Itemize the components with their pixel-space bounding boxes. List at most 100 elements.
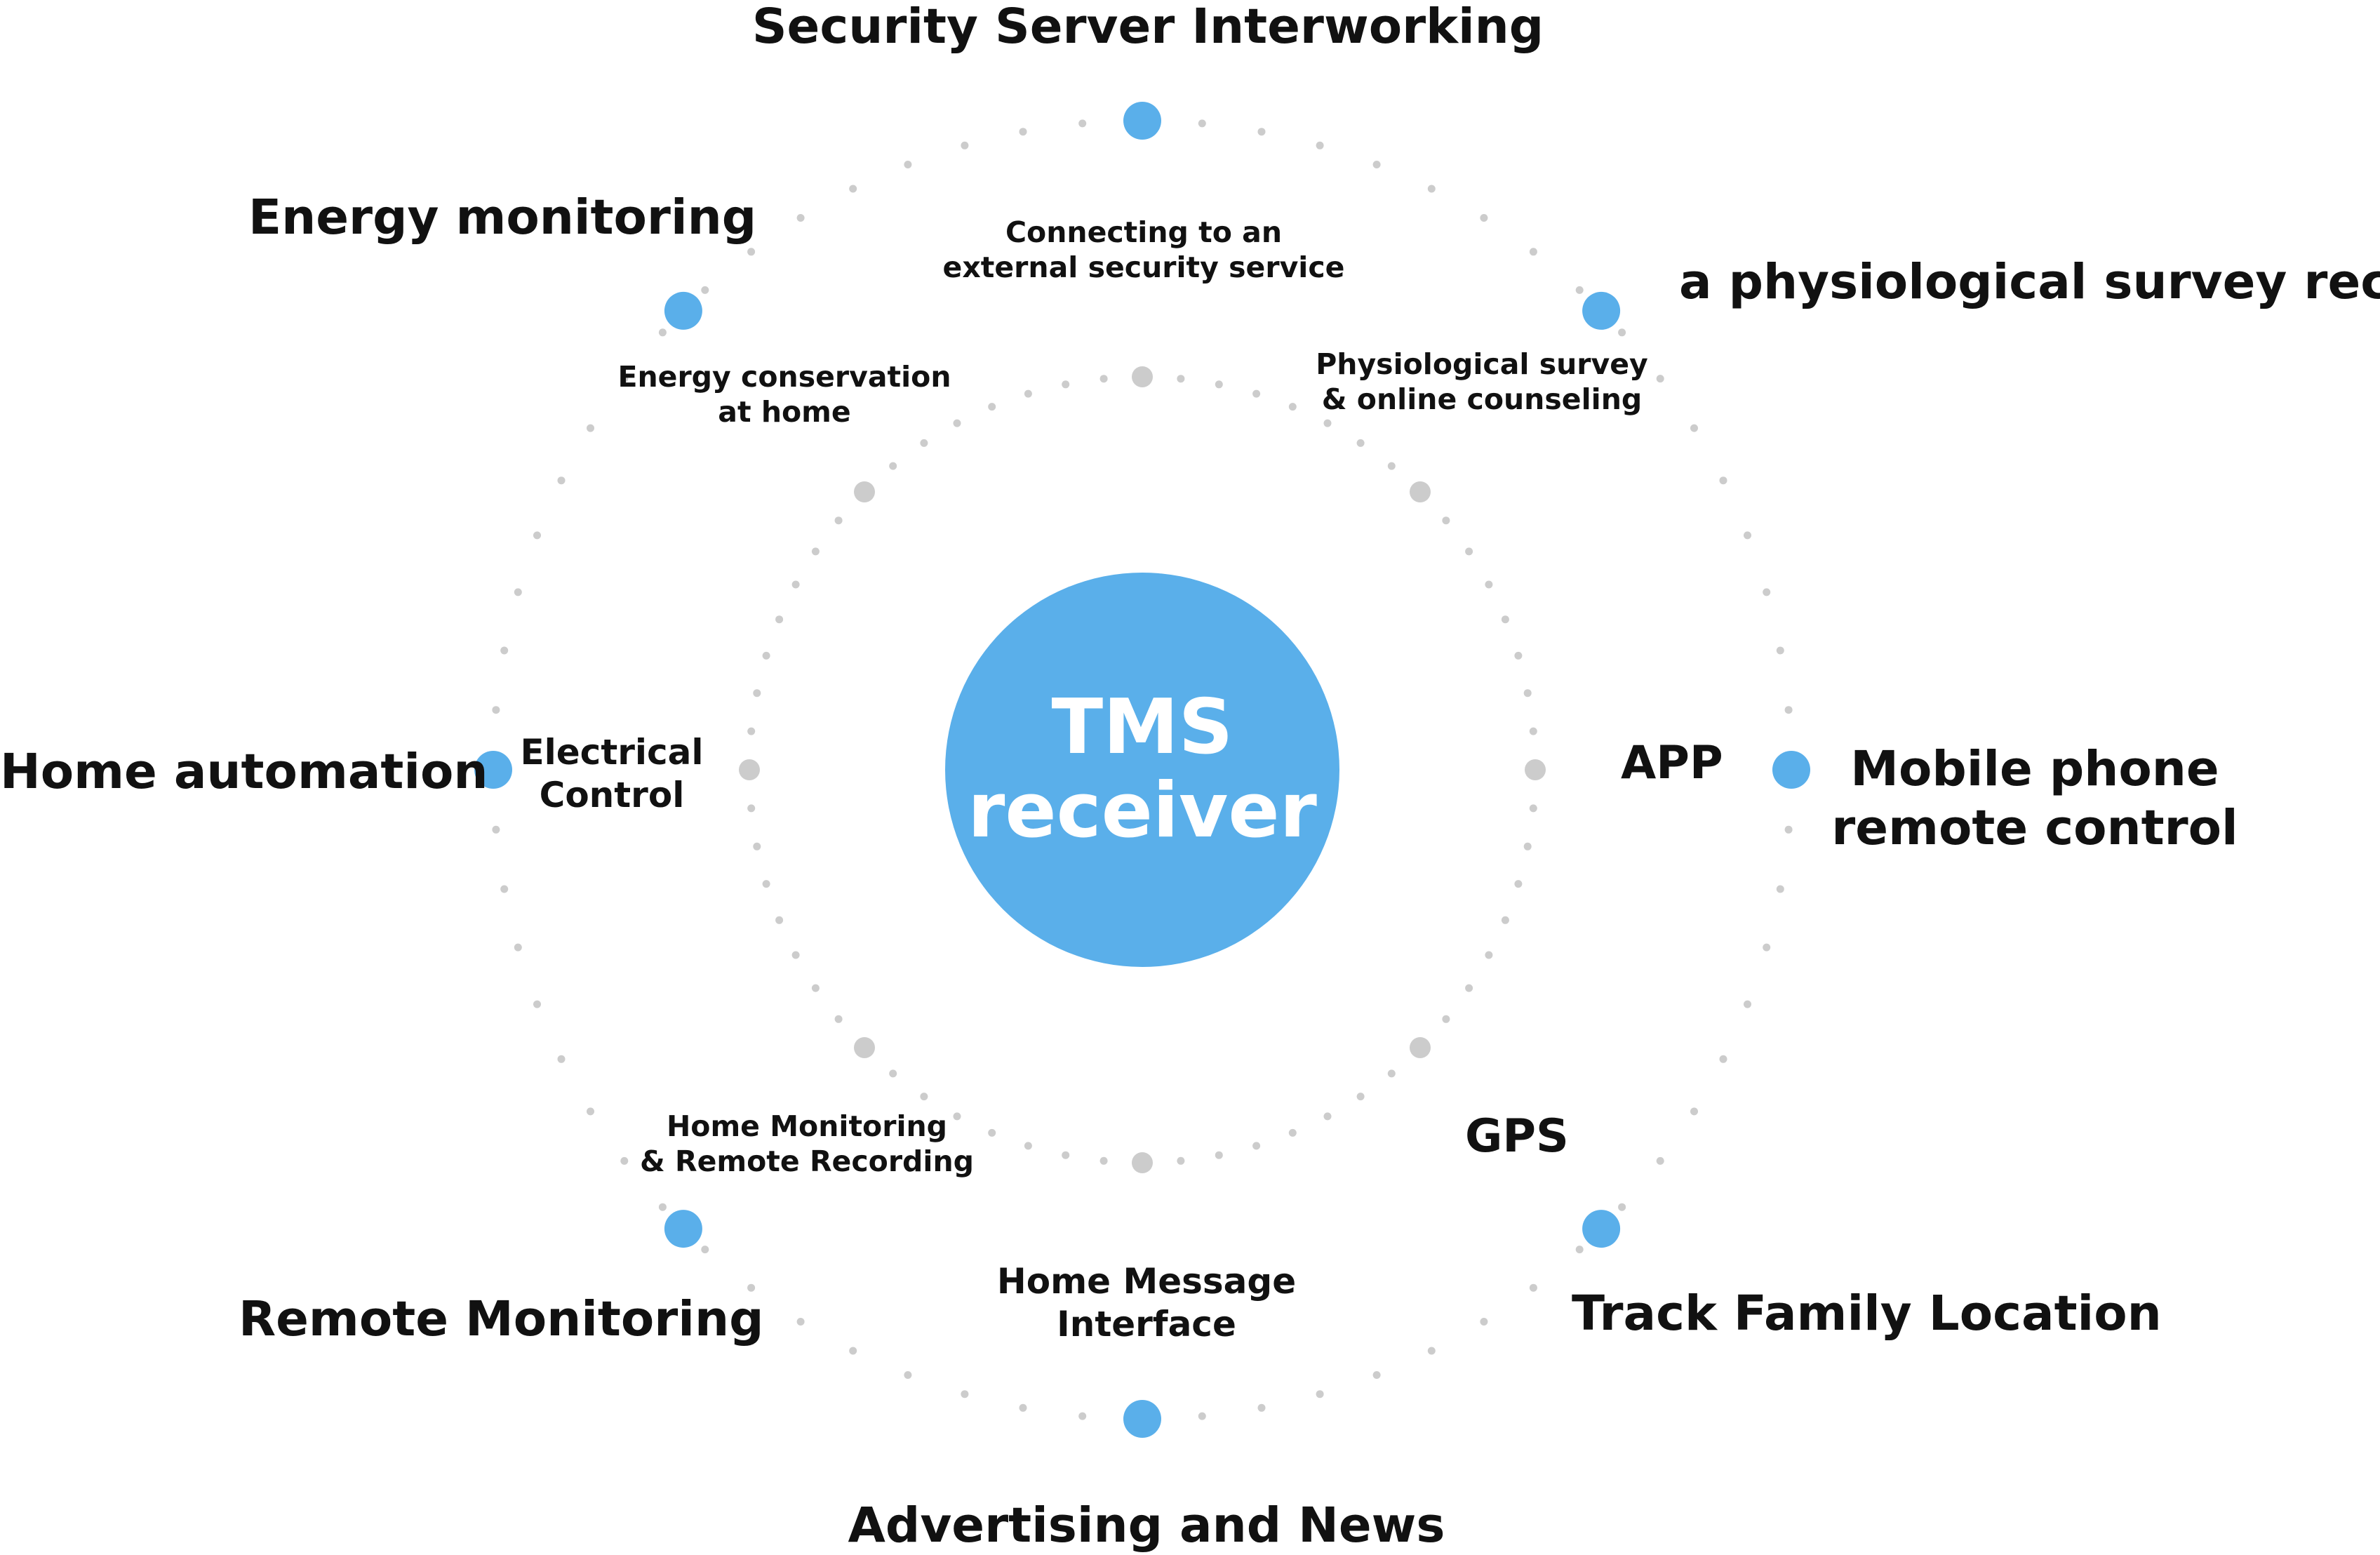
outer-ring-dot: [1198, 119, 1206, 128]
inner-ring-dot: [1465, 984, 1473, 992]
outer-ring-dot: [1784, 706, 1793, 714]
inner-ring-dot: [1442, 1015, 1450, 1023]
inner-ring-node: [1525, 759, 1546, 780]
inner-ring-dot: [1215, 380, 1223, 389]
inner-ring-dot: [762, 880, 770, 888]
outer-ring-dot: [747, 248, 756, 256]
outer-ring-dot: [557, 1055, 566, 1063]
inner-ring-dot: [834, 1015, 843, 1023]
home-monitoring-line1: Home Monitoring: [666, 1109, 948, 1143]
inner-ring-dot: [1323, 1112, 1332, 1121]
node-mobile-phone: [1772, 751, 1810, 789]
inner-ring-dot: [1529, 804, 1537, 813]
outer-ring-dot: [1257, 128, 1266, 136]
outer-ring-dot: [1618, 328, 1626, 337]
outer-ring-dot: [904, 161, 912, 168]
inner-ring-dot: [988, 1128, 996, 1137]
label-app: APP: [1621, 737, 1723, 789]
outer-ring-dot: [533, 531, 541, 540]
electrical-line1: Electrical: [520, 732, 704, 773]
outer-ring-dot: [500, 646, 509, 655]
inner-ring-dot: [1356, 1093, 1365, 1101]
inner-ring-dot: [920, 439, 928, 447]
outer-ring-dot: [1078, 119, 1087, 128]
inner-ring-dot: [1099, 1156, 1108, 1165]
outer-ring-dot: [587, 1107, 594, 1116]
inner-ring-dot: [1485, 951, 1493, 959]
outer-ring-dot: [1776, 646, 1784, 655]
inner-ring-dot: [1387, 462, 1396, 470]
outer-ring-dot: [796, 214, 805, 222]
outer-ring-dot: [701, 1246, 709, 1254]
mobile-phone-line2: remote control: [1831, 800, 2238, 857]
outer-ring-dot: [492, 706, 500, 714]
outer-ring-dot: [1372, 161, 1381, 168]
inner-ring-dot: [762, 651, 770, 660]
outer-ring-dot: [747, 1283, 756, 1292]
inner-ring-node: [1132, 366, 1153, 387]
inner-ring-dot: [775, 916, 784, 924]
inner-ring-dot: [791, 580, 800, 589]
mobile-phone-line1: Mobile phone: [1850, 741, 2219, 797]
label-mobile-phone-remote-control: Mobile phone remote control: [1831, 740, 2238, 857]
outer-ring-dot: [1719, 1055, 1727, 1063]
inner-ring-dot: [889, 1069, 897, 1078]
label-advertising-and-news: Advertising and News: [848, 1497, 1445, 1554]
outer-ring-dot: [849, 185, 857, 193]
outer-ring-dot: [1776, 885, 1784, 893]
outer-ring-dot: [1575, 286, 1584, 294]
outer-ring-dot: [620, 1156, 629, 1165]
energy-line2: at home: [718, 395, 851, 429]
outer-ring-dot: [1372, 1371, 1381, 1379]
inner-ring-dot: [1529, 727, 1537, 735]
node-energy-monitoring: [664, 291, 702, 330]
inner-ring-dot: [1215, 1151, 1223, 1159]
hub-title: TMS: [1051, 683, 1234, 772]
outer-ring-dot: [1480, 214, 1488, 222]
inner-ring-dot: [1485, 580, 1493, 589]
outer-ring-dot: [658, 328, 667, 337]
inner-ring-dot: [1323, 419, 1332, 427]
inner-ring-dot: [1024, 389, 1032, 398]
outer-ring-dot: [1529, 1283, 1537, 1292]
inner-ring-dot: [753, 689, 761, 698]
electrical-line2: Control: [539, 775, 685, 815]
outer-ring-dot: [961, 1390, 969, 1399]
outer-ring-dot: [1784, 825, 1793, 834]
inner-ring-dot: [953, 1112, 961, 1121]
connecting-line2: external security service: [942, 251, 1345, 285]
outer-ring-dot: [500, 885, 509, 893]
node-physiological-record: [1582, 291, 1621, 330]
inner-ring-dot: [1252, 389, 1261, 398]
inner-ring-dot: [1465, 547, 1473, 556]
outer-ring-dot: [1427, 1347, 1436, 1355]
physio-line1: Physiological survey: [1316, 347, 1648, 381]
inner-ring-dot: [1024, 1142, 1032, 1150]
label-home-monitoring-remote-recording: Home Monitoring & Remote Recording: [640, 1109, 974, 1179]
inner-ring-node: [854, 1037, 875, 1058]
outer-ring-dot: [1529, 248, 1537, 256]
outer-ring-dot: [1427, 185, 1436, 193]
label-gps: GPS: [1465, 1110, 1569, 1163]
label-energy-conservation: Energy conservation at home: [617, 359, 951, 429]
outer-ring-dot: [904, 1371, 912, 1379]
connecting-line1: Connecting to an: [1005, 215, 1283, 249]
outer-ring-dot: [796, 1318, 805, 1326]
tms-receiver-hub: TMS receiver: [945, 573, 1339, 967]
inner-ring-node: [854, 481, 875, 502]
node-remote-monitoring: [664, 1210, 702, 1248]
home-message-line1: Home Message: [996, 1261, 1297, 1302]
inner-ring-dot: [747, 727, 756, 735]
inner-ring-nodes: [739, 366, 1546, 1173]
inner-ring-dot: [791, 951, 800, 959]
inner-ring-dot: [834, 516, 843, 525]
inner-ring-dot: [1523, 689, 1532, 698]
outer-ring-nodes: [474, 102, 1810, 1438]
outer-ring-dot: [620, 375, 629, 383]
outer-ring-dot: [1690, 1107, 1698, 1116]
inner-ring-dot: [1288, 1128, 1297, 1137]
outer-ring-dot: [1078, 1412, 1087, 1420]
inner-ring-dot: [753, 842, 761, 850]
node-home-automation: [474, 751, 512, 789]
